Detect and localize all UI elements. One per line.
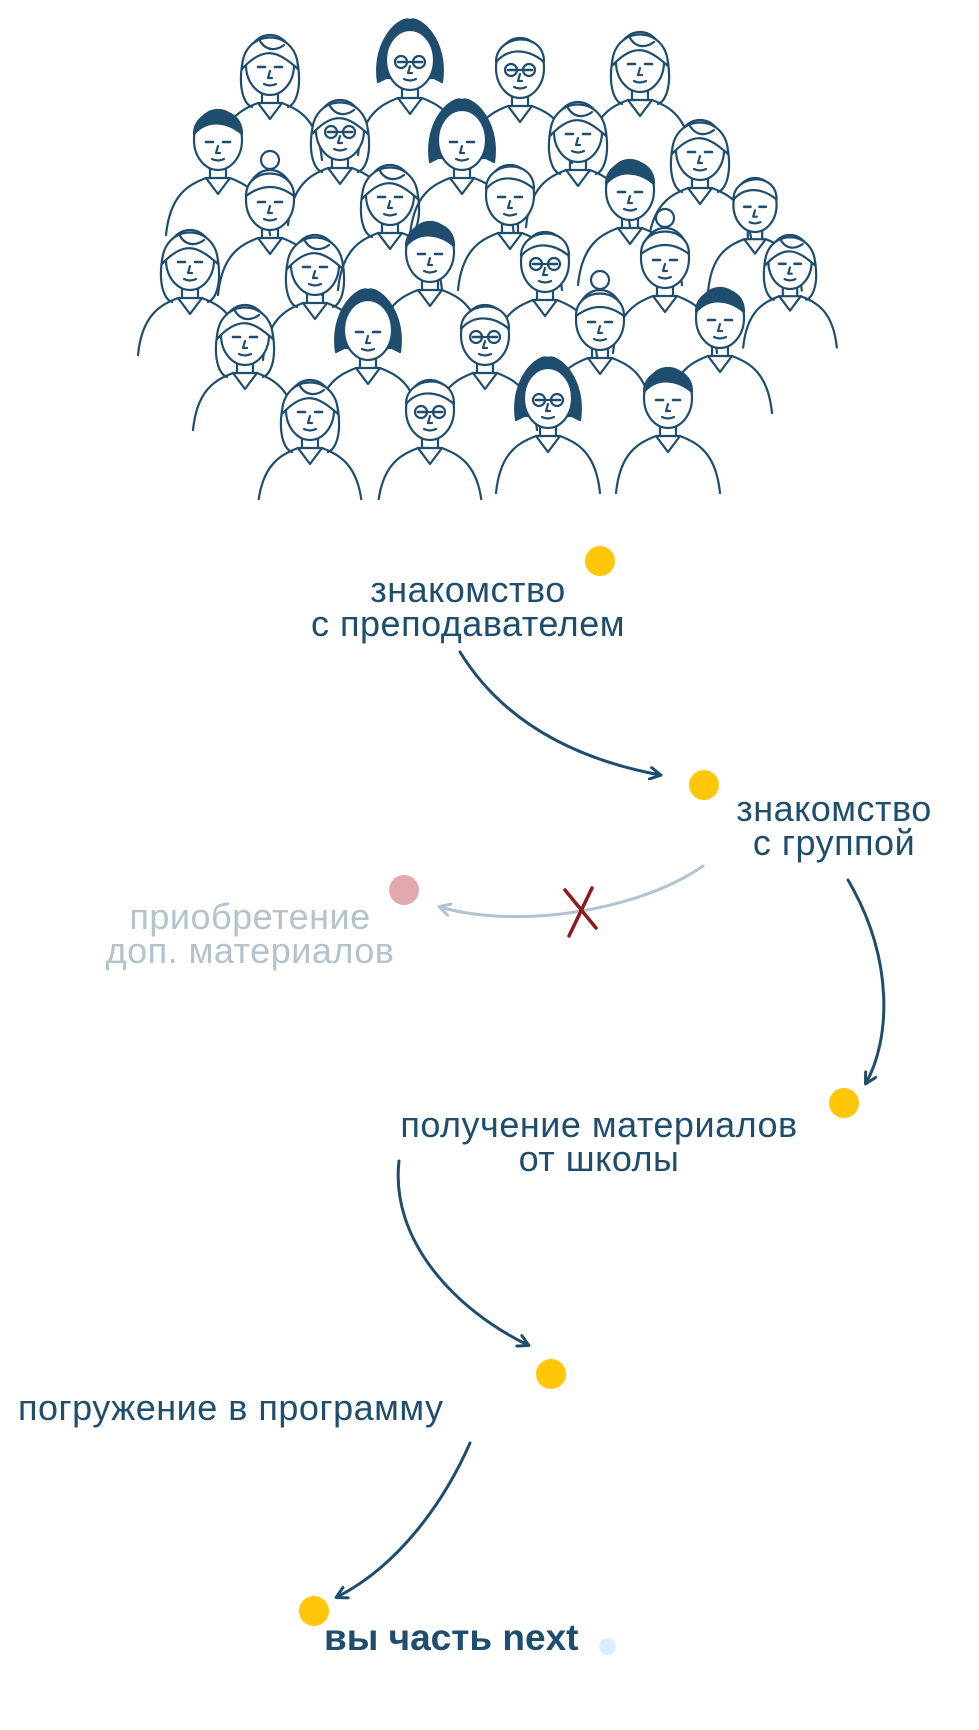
step-5-label: вы часть next [324, 1617, 579, 1658]
person-figure [314, 288, 422, 427]
person-figure [491, 230, 599, 359]
person-figure [257, 378, 363, 500]
step-1-dot [585, 546, 615, 576]
person-figure [586, 30, 694, 159]
step-5-dot [299, 1596, 329, 1626]
step-2-label: знакомство с группой [736, 788, 932, 863]
arrow-rejected [440, 864, 705, 919]
step-2-dot [689, 770, 719, 800]
person-figure [376, 220, 484, 349]
step-3-dot [829, 1088, 859, 1118]
step-1-label: знакомство с преподавателем [311, 569, 625, 644]
person-figure [494, 356, 602, 495]
person-figure [191, 303, 299, 432]
final-accent-dot [599, 1638, 616, 1655]
step-3-label: получение материалов от школы [400, 1104, 798, 1179]
step-4-label: погружение в программу [18, 1387, 444, 1428]
person-figure [742, 233, 838, 349]
step-4-dot [536, 1359, 566, 1389]
arrow-4 [337, 1441, 472, 1597]
rejected-step-label: приобретение доп. материалов [105, 896, 395, 971]
arrow-2 [846, 878, 886, 1083]
cross-icon [563, 886, 598, 938]
person-figure [356, 18, 464, 157]
person-figure [614, 366, 722, 495]
person-figure [377, 378, 483, 500]
person-figure [524, 100, 632, 229]
arrow-3 [396, 1159, 528, 1345]
arrow-1 [458, 650, 660, 775]
person-figure [666, 286, 774, 415]
crowd-illustration [136, 18, 838, 500]
person-figure [216, 33, 324, 162]
rejected-step-dot [389, 875, 419, 905]
person-figure [431, 303, 539, 432]
